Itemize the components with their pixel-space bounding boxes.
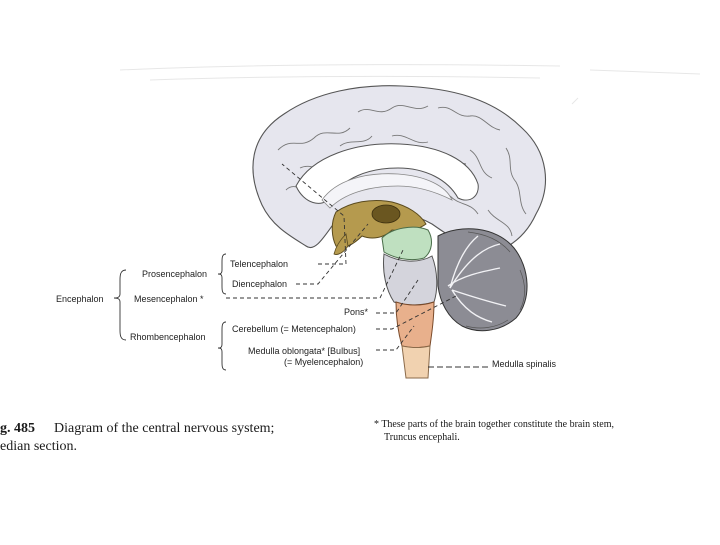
label-rhombencephalon: Rhombencephalon [130,332,206,342]
mesencephalon-region [382,227,431,259]
label-medulla-oblongata: Medulla oblongata* [Bulbus] [248,346,360,356]
pons-region [383,254,436,305]
figure-number: g. 485 [0,421,35,437]
medulla-oblongata-region [396,302,434,348]
label-encephalon: Encephalon [56,294,104,304]
label-myelencephalon: (= Myelencephalon) [284,357,363,367]
spinal-cord-region [402,346,430,378]
cerebellum-region [438,229,527,331]
label-pons: Pons* [344,307,368,317]
figure-title-line1: Diagram of the central nervous system; [54,421,274,437]
label-prosencephalon: Prosencephalon [142,269,207,279]
label-telencephalon: Telencephalon [230,259,288,269]
footnote-line2: Truncus encephali. [384,432,460,443]
thalamus-mass [372,205,400,223]
label-diencephalon: Diencephalon [232,279,287,289]
label-mesencephalon: Mesencephalon * [134,294,204,304]
label-medulla-spinalis: Medulla spinalis [492,359,556,369]
footnote-line1: * These parts of the brain together cons… [374,419,614,430]
figure-title-line2: edian section. [0,439,77,455]
label-cerebellum: Cerebellum (= Metencephalon) [232,324,356,334]
